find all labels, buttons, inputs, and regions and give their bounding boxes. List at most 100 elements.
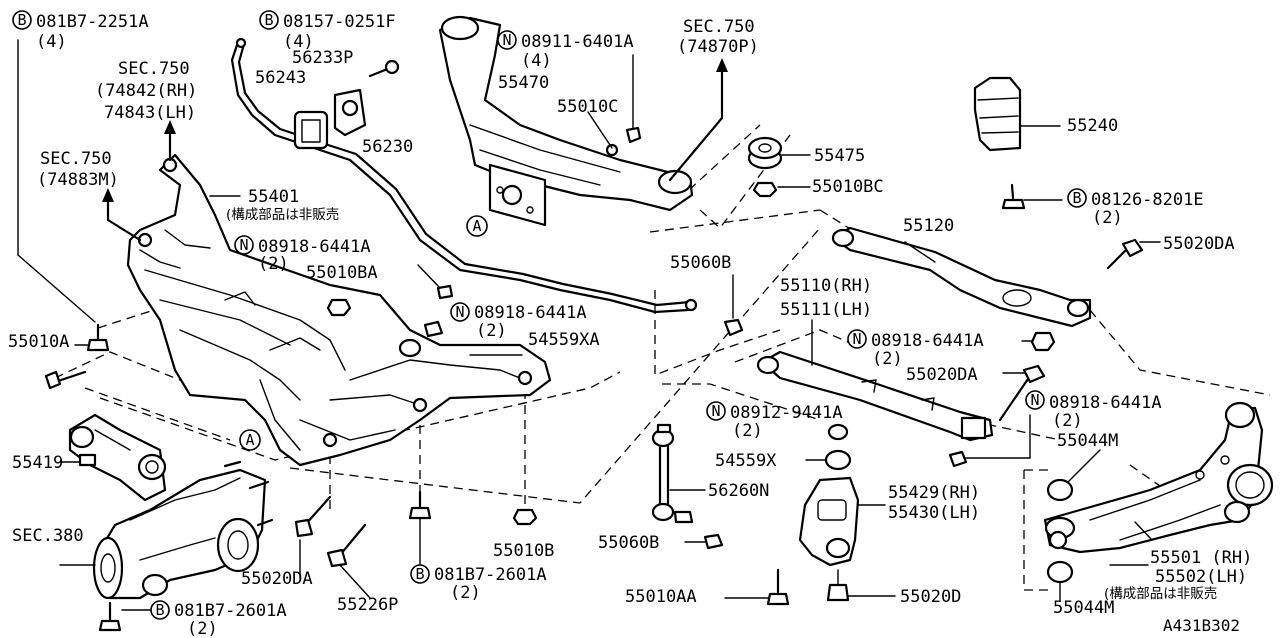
svg-text:(2): (2) (1052, 411, 1083, 431)
label-c44: 55044M (1053, 598, 1114, 618)
svg-text:74843(LH): 74843(LH) (104, 103, 196, 123)
label-c24: 55010A (8, 332, 69, 352)
label-c11: 55475 (814, 146, 865, 166)
bump-stop-55240 (973, 76, 1063, 210)
label-c32: 55419 (12, 453, 63, 473)
arrow-up-icon-3 (102, 188, 142, 242)
svg-text:N: N (1030, 391, 1039, 409)
svg-text:(2): (2) (450, 583, 481, 603)
svg-text:(4): (4) (521, 51, 552, 71)
callout-c22: 55110(RH) 55111(LH) (780, 276, 872, 320)
svg-text:(4): (4) (36, 32, 67, 52)
callout-c15: 55401 (構成部品は非販売 (226, 187, 339, 223)
label-c8: 55010C (557, 97, 618, 117)
svg-text:55111(LH): 55111(LH) (780, 300, 872, 320)
svg-text:081B7-2601A: 081B7-2601A (174, 601, 287, 621)
svg-text:081B7-2601A: 081B7-2601A (434, 565, 547, 585)
svg-text:(2): (2) (258, 254, 289, 274)
svg-text:SEC.750: SEC.750 (118, 59, 190, 79)
label-c35: SEC.380 (12, 526, 84, 546)
callout-c34: 55429(RH) 55430(LH) (888, 483, 980, 523)
svg-text:N: N (239, 236, 248, 254)
link-rod-56260n (651, 423, 724, 550)
label-c27: 55020DA (906, 365, 978, 385)
svg-text:(2): (2) (1092, 208, 1123, 228)
marker-a-2: A (239, 429, 261, 451)
lateral-link-55110 (756, 319, 994, 442)
marker-a-1: A (466, 215, 488, 237)
prefix-b: B (17, 11, 26, 29)
label-c12: 55240 (1067, 116, 1118, 136)
svg-text:(74842(RH): (74842(RH) (95, 81, 197, 101)
svg-text:(4): (4) (283, 32, 314, 52)
label-c39: 55020DA (241, 569, 313, 589)
label-c33: 56260N (708, 481, 769, 501)
callout-c2: B 08157-0251F (4) (259, 10, 396, 52)
label-c37: 55060B (598, 533, 659, 553)
link-55120 (831, 226, 1092, 328)
label-c25: 54559XA (528, 330, 600, 350)
svg-text:55501 (RH): 55501 (RH) (1150, 548, 1252, 568)
svg-text:N: N (455, 303, 464, 321)
callout-c26: N 08918-6441A (2) (847, 329, 984, 369)
bushing-54559x (805, 423, 852, 471)
label-c4: 56243 (255, 68, 306, 88)
arrow-up-icon (668, 58, 728, 182)
svg-text:(構成部品は非販売: (構成部品は非販売 (226, 207, 339, 223)
callout-c5: N 08911-6401A (4) (497, 30, 634, 71)
svg-text:08918-6441A: 08918-6441A (871, 331, 984, 351)
bolt-55020da-right (1106, 238, 1161, 270)
washer-55044m (1046, 449, 1101, 601)
svg-text:08918-6441A: 08918-6441A (474, 303, 587, 323)
label-c30: 55044M (1057, 431, 1118, 451)
arrow-up-icon-2 (164, 120, 176, 162)
nut-55060b-top (723, 274, 744, 337)
svg-text:081B7-2251A: 081B7-2251A (36, 12, 149, 32)
callout-c28: N 08918-6441A (2) (1025, 390, 1162, 431)
callout-c9: SEC.750 (74842(RH) 74843(LH) (95, 59, 197, 123)
differential-sec380 (59, 460, 274, 632)
svg-text:08918-6441A: 08918-6441A (258, 237, 371, 257)
svg-text:08157-0251F: 08157-0251F (283, 12, 396, 32)
svg-text:N: N (502, 31, 511, 49)
svg-text:08911-6401A: 08911-6401A (521, 32, 634, 52)
svg-text:55401: 55401 (248, 187, 299, 207)
label-c42: 55010AA (625, 587, 697, 607)
label-c36: 55010B (493, 541, 554, 561)
svg-text:(74870P): (74870P) (677, 37, 759, 57)
lower-arm-55501 (1043, 401, 1274, 566)
bushing-55475 (747, 136, 811, 198)
stabilizer-bar-56230 (230, 37, 698, 314)
callout-c38: 55501 (RH) 55502(LH) (構成部品は非販売 (1104, 548, 1252, 602)
callout-c16: B 08126-8201E (2) (1067, 188, 1204, 228)
bolt-081b7-center (408, 490, 432, 566)
svg-text:SEC.750: SEC.750 (40, 149, 112, 169)
callout-c14: SEC.750 (74883M) (37, 149, 119, 190)
svg-text:A: A (472, 217, 481, 235)
callout-c1: B 081B7-2251A (4) (12, 10, 149, 52)
svg-text:B: B (264, 11, 273, 29)
svg-text:(2): (2) (187, 619, 218, 638)
svg-text:(2): (2) (872, 349, 903, 369)
svg-text:55430(LH): 55430(LH) (888, 503, 980, 523)
label-c20: 55010BA (306, 263, 378, 283)
svg-text:B: B (415, 565, 424, 583)
svg-text:08918-6441A: 08918-6441A (1049, 393, 1162, 413)
mount-55419 (59, 413, 167, 502)
bracket-55429 (724, 476, 896, 606)
label-c43: 55020D (900, 587, 961, 607)
svg-text:SEC.750: SEC.750 (683, 17, 755, 37)
svg-text:08126-8201E: 08126-8201E (1091, 190, 1204, 210)
callout-c29: N 08912-9441A (2) (706, 401, 843, 441)
svg-text:55429(RH): 55429(RH) (888, 483, 980, 503)
label-c40: 55226P (337, 595, 398, 615)
label-c21: 55060B (670, 253, 731, 273)
nut-55010b (512, 508, 538, 526)
callout-c6: SEC.750 (74870P) (677, 17, 759, 57)
nut-08918-center (1021, 331, 1056, 352)
upper-arm-55470 (438, 15, 694, 227)
svg-text:(74883M): (74883M) (37, 170, 119, 190)
label-c13: 55010BC (812, 177, 884, 197)
svg-text:B: B (155, 601, 164, 619)
